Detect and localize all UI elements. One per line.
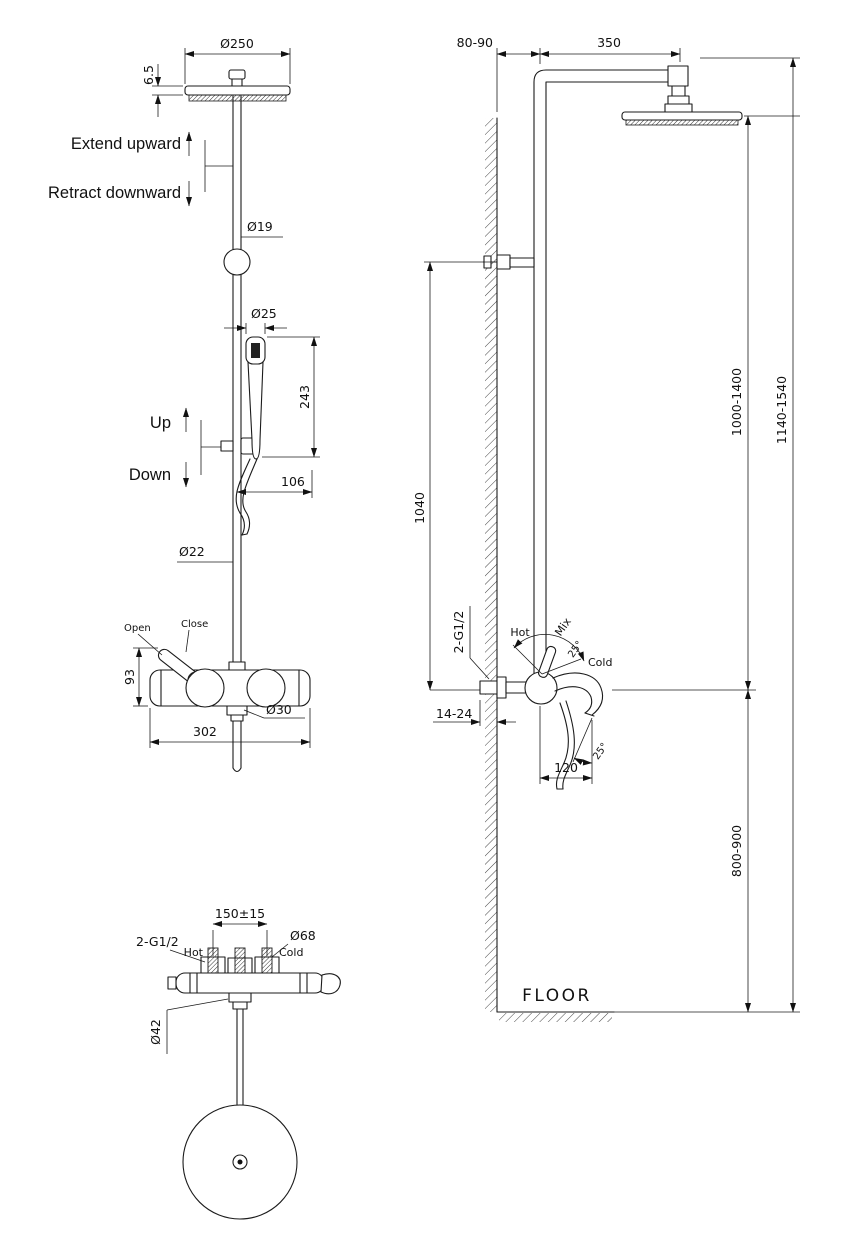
side-view: 80-90 350 1040 1000-1400 800-900	[412, 35, 800, 1022]
dim-wall-gap: 80-90	[457, 35, 541, 112]
front-view: Ø250 6.5 Extend upward Retract downward …	[48, 36, 320, 773]
dim-hand-shower-length: 243	[262, 336, 320, 458]
dim-body-width: 302	[149, 708, 311, 748]
spout-and-hose-side	[552, 672, 604, 790]
mixer-front	[149, 648, 311, 722]
thread-label-plan: 2-G1/2	[136, 934, 179, 949]
dim-hand-shower-diameter-label: Ø25	[251, 306, 277, 321]
hot-label: Hot	[510, 626, 530, 639]
dim-arm-length: 350	[539, 35, 681, 62]
cold-label: Cold	[588, 656, 612, 669]
dim-head-thickness: 6.5	[141, 64, 183, 117]
floor: FLOOR	[496, 986, 800, 1022]
dim-spout-reach-label: 120	[554, 760, 578, 775]
label-hot-cold-plan: Hot Cold	[184, 946, 304, 959]
dim-body-width-label: 302	[193, 724, 217, 739]
riser-and-arm-side	[533, 65, 743, 687]
label-thread-side: 2-G1/2	[451, 606, 490, 680]
mix-label: Mix	[552, 615, 574, 638]
thread-label-side: 2-G1/2	[451, 611, 466, 654]
dim-pipe-diameter: Ø19	[241, 219, 283, 238]
floor-label: FLOOR	[522, 986, 592, 1006]
hot-label-plan: Hot	[184, 946, 204, 959]
dim-wall-depth-label: 14-24	[436, 706, 472, 721]
plan-view: 150±15 2-G1/2 Ø68 Hot Cold Ø42	[136, 906, 341, 1220]
dim-slider-length: 106	[236, 470, 313, 498]
dim-height-ranges: 1000-1400 800-900 1140-1540	[612, 57, 800, 1013]
hand-shower-front	[220, 336, 266, 536]
dim-spout-diameter-label: Ø42	[148, 1019, 163, 1045]
label-extend-retract: Extend upward Retract downward	[48, 131, 233, 207]
shower-head-front	[184, 69, 291, 102]
open-label: Open	[124, 623, 151, 634]
dim-head-thickness-label: 6.5	[141, 65, 156, 85]
dim-arm-length-label: 350	[597, 35, 621, 50]
dim-escutcheon-diameter: Ø68	[271, 928, 316, 958]
dim-head-diameter-label: Ø250	[220, 36, 254, 51]
dim-escutcheon-label: Ø68	[290, 928, 316, 943]
cold-label-plan: Cold	[279, 946, 303, 959]
hand-shower-spray-face	[251, 343, 260, 358]
head-nozzle-face	[188, 94, 287, 102]
dim-slider-length-label: 106	[281, 474, 305, 489]
down-label: Down	[129, 466, 171, 484]
dim-head-range-label: 1000-1400	[729, 368, 744, 436]
dim-total-range-label: 1140-1540	[774, 376, 789, 444]
dim-bracket-height-label: 1040	[412, 492, 427, 524]
up-label: Up	[150, 414, 171, 432]
dim-mixer-range-label: 800-900	[729, 825, 744, 877]
dim-bracket-height: 1040	[412, 261, 497, 691]
riser-stub	[234, 947, 246, 975]
handle-rotation-diagram: Hot Mix 25° Cold	[510, 615, 612, 675]
dim-wall-gap-label: 80-90	[457, 35, 493, 50]
dim-inlet-spacing: 150±15	[212, 906, 268, 956]
riser-pipe-front	[232, 95, 242, 773]
dim-outlet-diameter: Ø30	[243, 702, 305, 719]
label-up-down: Up Down	[129, 407, 221, 488]
retract-downward-label: Retract downward	[48, 184, 181, 202]
slider-knob-front	[223, 248, 251, 276]
dim-spout-diameter: Ø42	[148, 998, 229, 1054]
head-nozzle-face-side	[625, 119, 739, 126]
dim-hand-shower-diameter: Ø25	[224, 306, 287, 334]
mixer-handle-plan	[320, 973, 341, 995]
wall	[485, 117, 498, 1013]
dim-outlet-diameter-label: Ø30	[266, 702, 292, 717]
dim-head-diameter: Ø250	[184, 36, 291, 84]
dim-spout-angle-label: 25°	[591, 741, 610, 762]
mixer-handle-side	[538, 645, 557, 678]
mixer-plan	[167, 947, 341, 1107]
label-thread-plan: 2-G1/2	[136, 934, 206, 963]
dim-body-height: 93	[122, 647, 158, 707]
extend-upward-label: Extend upward	[71, 135, 181, 153]
close-label: Close	[181, 619, 208, 630]
dim-body-height-label: 93	[122, 669, 137, 685]
dim-spout-reach: 120	[539, 706, 593, 784]
shower-head-side	[621, 111, 743, 121]
dim-riser-diameter: Ø22	[177, 544, 233, 563]
dim-pipe-diameter-label: Ø19	[247, 219, 273, 234]
dim-inlet-spacing-label: 150±15	[215, 906, 265, 921]
dim-riser-diameter-label: Ø22	[179, 544, 205, 559]
dim-wall-depth: 14-24	[433, 700, 516, 726]
wall-hatch	[485, 118, 497, 1012]
dim-hand-shower-length-label: 243	[297, 385, 312, 409]
floor-hatch	[499, 1013, 612, 1022]
label-open-close: Open Close	[124, 619, 208, 656]
shower-head-plan	[182, 1104, 298, 1220]
